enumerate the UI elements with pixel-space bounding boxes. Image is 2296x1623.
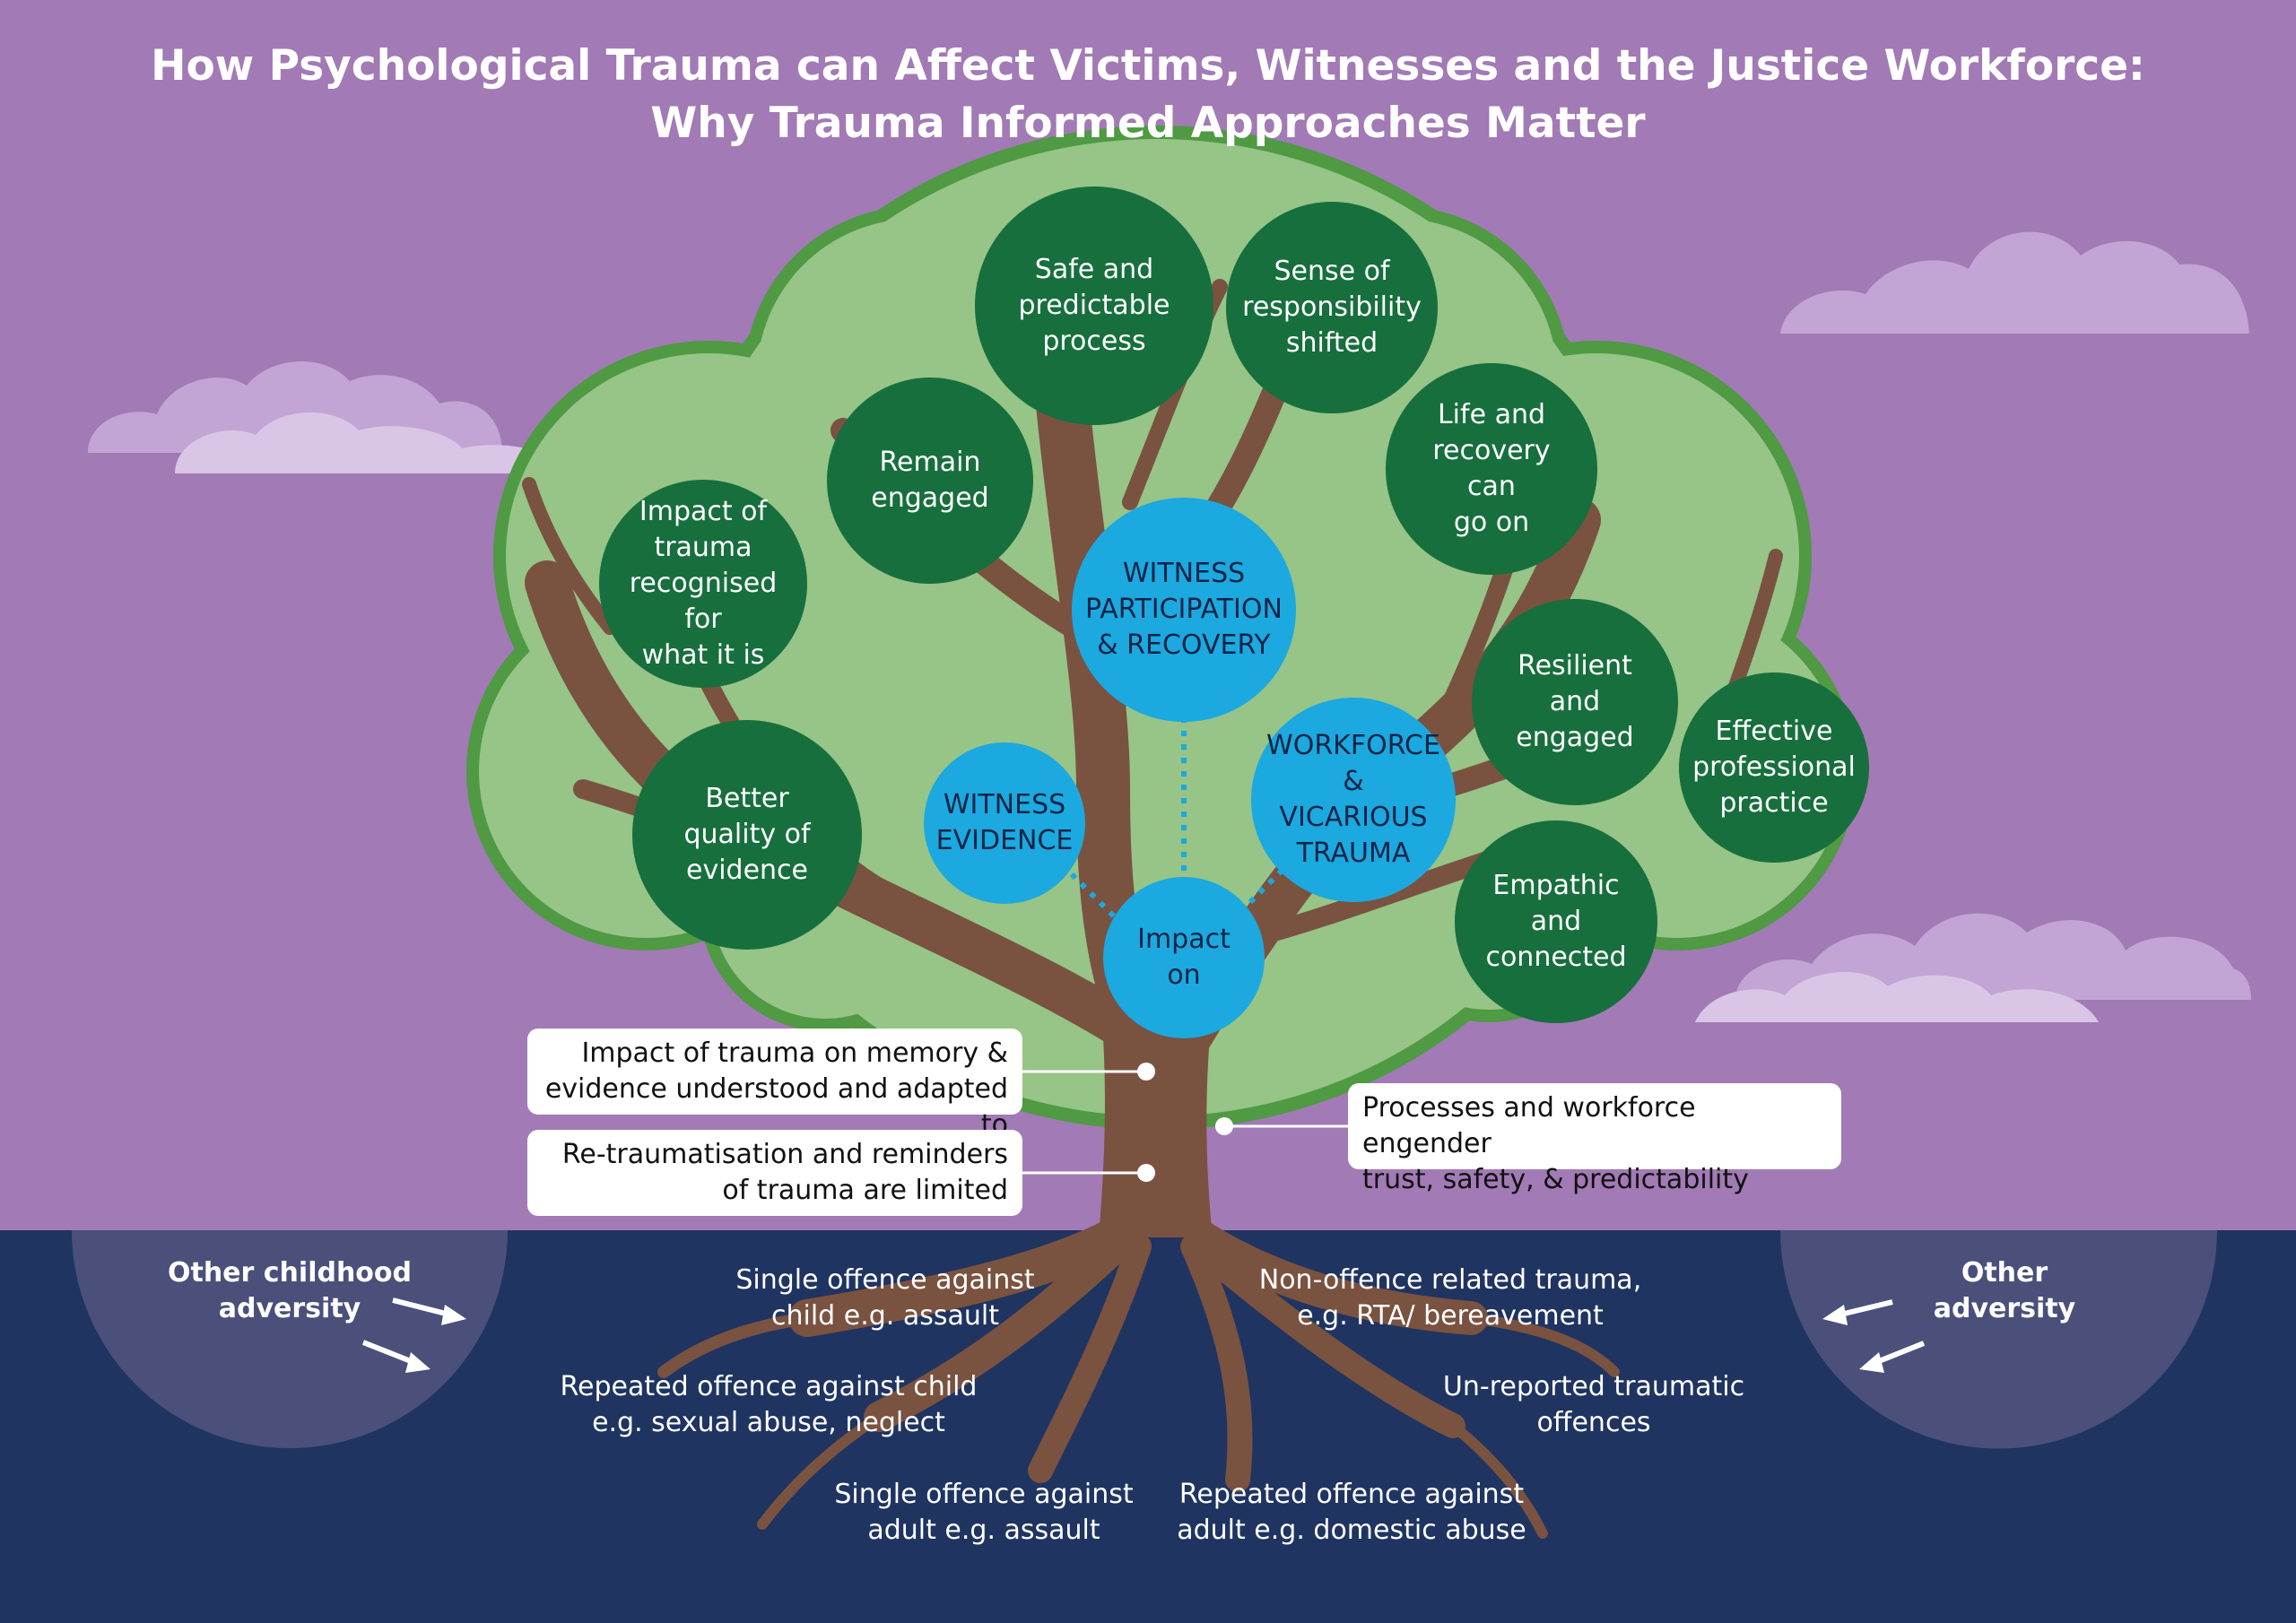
- circle-empathic-and-connected: Empathic and connected: [1455, 820, 1657, 1023]
- circle-better-quality-of-evidence: Better quality of evidence: [632, 720, 862, 950]
- hub-impact-on: Impact on: [1103, 877, 1265, 1038]
- callout-leaders: [1022, 1070, 1348, 1175]
- hub-witness-participation-label: WITNESS PARTICIPATION & RECOVERY: [1085, 558, 1283, 661]
- circle-remain-engaged: Remain engaged: [827, 378, 1033, 584]
- cloud-right-top: [1780, 231, 2249, 334]
- circle-remain-engaged-label: Remain engaged: [871, 447, 989, 514]
- cloud-right-bottom: [1695, 913, 2251, 1022]
- root-label-single-offence-child: Single offence against child e.g. assaul…: [735, 1264, 1035, 1332]
- label-other-childhood-adversity: Other childhood adversity: [167, 1257, 413, 1324]
- label-other-adversity: Other adversity: [1933, 1257, 2076, 1324]
- callout-memory-evidence: Impact of trauma on memory & evidence un…: [527, 1028, 1022, 1141]
- circle-life-and-recovery: Life and recovery can go on: [1386, 363, 1597, 575]
- root-label-repeated-offence-adult: Repeated offence against adult e.g. dome…: [1177, 1479, 1526, 1546]
- hub-impact-on-label: Impact on: [1137, 924, 1231, 991]
- circle-effective-professional-practice-label: Effective professional practice: [1692, 716, 1856, 819]
- other-adversity-halo: [1780, 1230, 2217, 1449]
- hub-witness-participation-recovery: WITNESS PARTICIPATION & RECOVERY: [1072, 498, 1296, 722]
- title-line-1: How Psychological Trauma can Affect Vict…: [151, 41, 2145, 91]
- circle-resilient-and-engaged: Resilient and engaged: [1472, 599, 1678, 805]
- root-label-non-offence-trauma: Non-offence related trauma, e.g. RTA/ be…: [1258, 1264, 1642, 1332]
- callout-retraumatisation: Re-traumatisation and reminders of traum…: [527, 1130, 1022, 1216]
- circle-empathic-and-connected-label: Empathic and connected: [1485, 870, 1627, 973]
- root-label-single-offence-adult: Single offence against adult e.g. assaul…: [834, 1479, 1134, 1546]
- root-label-repeated-offence-child: Repeated offence against child e.g. sexu…: [560, 1371, 978, 1438]
- childhood-adversity-halo: [72, 1230, 508, 1448]
- circle-sense-of-responsibility-label: Sense of responsibility shifted: [1242, 256, 1422, 359]
- circle-effective-professional-practice: Effective professional practice: [1679, 673, 1869, 863]
- circle-better-quality-of-evidence-label: Better quality of evidence: [683, 783, 811, 886]
- hub-workforce-vicarious-label: WORKFORCE & VICARIOUS TRAUMA: [1266, 730, 1440, 869]
- root-label-unreported-offences: Un-reported traumatic offences: [1442, 1371, 1745, 1438]
- circle-life-and-recovery-label: Life and recovery can go on: [1432, 399, 1551, 538]
- circle-resilient-and-engaged-label: Resilient and engaged: [1516, 650, 1634, 753]
- hub-witness-evidence-label: WITNESS EVIDENCE: [935, 789, 1074, 856]
- circle-impact-recognised: Impact of trauma recognised for what it …: [599, 480, 807, 688]
- hub-workforce-vicarious-trauma: WORKFORCE & VICARIOUS TRAUMA: [1251, 698, 1456, 902]
- dotted-connectors: [1069, 717, 1285, 926]
- callout-dots: [1137, 1063, 1233, 1182]
- circle-sense-of-responsibility-shifted: Sense of responsibility shifted: [1226, 202, 1438, 413]
- hub-witness-evidence: WITNESS EVIDENCE: [924, 742, 1085, 904]
- adversity-arrows: [361, 1298, 1926, 1373]
- circle-safe-predictable-process-label: Safe and predictable process: [1018, 254, 1170, 357]
- callout-processes-workforce: Processes and workforce engender trust, …: [1348, 1083, 1841, 1195]
- cloud-left: [88, 360, 596, 473]
- title-line-2: Why Trauma Informed Approaches Matter: [650, 99, 1646, 148]
- circle-impact-recognised-label: Impact of trauma recognised for what it …: [629, 496, 778, 671]
- roots: [657, 1219, 1620, 1539]
- circle-safe-predictable-process: Safe and predictable process: [975, 187, 1213, 425]
